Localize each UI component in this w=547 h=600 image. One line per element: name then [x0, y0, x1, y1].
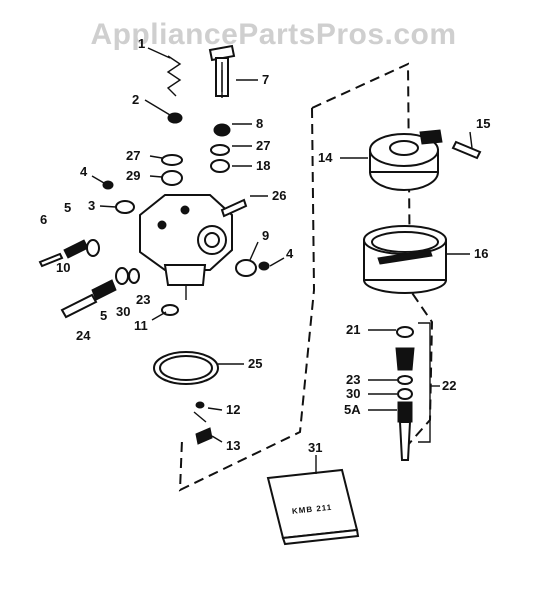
callout-21: 21	[346, 322, 360, 337]
repair-kit-label: KMB 211	[292, 503, 333, 516]
callout-26: 26	[272, 188, 286, 203]
callout-12: 12	[226, 402, 240, 417]
screw-4-right-part	[258, 261, 270, 271]
carburetor-body-part	[139, 194, 233, 300]
callout-5-upper: 5	[64, 200, 71, 215]
clip-13-part	[195, 427, 213, 445]
spring-5-upper-part	[63, 239, 89, 259]
callout-4-right: 4	[286, 246, 294, 261]
callout-5-lower: 5	[100, 308, 107, 323]
callout-5A: 5A	[344, 402, 361, 417]
callout-27-right: 27	[256, 138, 270, 153]
callout-11: 11	[134, 318, 148, 333]
callout-29: 29	[126, 168, 140, 183]
callout-30-right: 30	[346, 386, 360, 401]
screw-4-left-part	[102, 180, 114, 190]
screw-8-part	[213, 123, 231, 137]
bracket-22	[418, 322, 431, 443]
callout-7: 7	[262, 72, 269, 87]
callout-15: 15	[476, 116, 490, 131]
seal-30-left-part	[115, 267, 129, 285]
needle-valve-22-part	[395, 347, 415, 461]
pin-15-part	[451, 140, 482, 160]
callout-3: 3	[88, 198, 95, 213]
callout-4-left: 4	[80, 164, 88, 179]
spring-12-part	[193, 401, 207, 423]
needle-6-part	[38, 252, 64, 268]
watermark: AppliancePartsPros.com	[90, 18, 457, 51]
washer-10-part	[86, 239, 100, 257]
callout-1: 1	[138, 36, 145, 51]
washer-27-part	[210, 144, 230, 156]
gasket-3-part	[115, 200, 135, 214]
callout-25: 25	[248, 356, 262, 371]
washer-27-left-part	[161, 154, 183, 166]
plate-9-part	[235, 259, 257, 277]
spring-part	[166, 55, 183, 124]
callout-9: 9	[262, 228, 269, 243]
seal-18-part	[210, 159, 230, 173]
callout-22: 22	[442, 378, 456, 393]
callout-23-left: 23	[136, 292, 150, 307]
washer-21-part	[396, 326, 414, 338]
seal-29-part	[161, 170, 183, 186]
callout-23-right: 23	[346, 372, 360, 387]
callout-10: 10	[56, 260, 70, 275]
callout-14: 14	[318, 150, 333, 165]
float-bowl-16-part	[363, 225, 447, 294]
callout-24: 24	[76, 328, 91, 343]
needle-24-part	[60, 293, 98, 319]
callout-labels: 1 2 3 4 4 5 5 5A 6 7 8 9 10 11 12 13 14 …	[40, 36, 490, 455]
leader-lines	[91, 47, 473, 474]
spring-5-lower-part	[91, 279, 117, 301]
callout-30-left: 30	[116, 304, 130, 319]
callout-2: 2	[132, 92, 139, 107]
callout-8: 8	[256, 116, 263, 131]
callout-6: 6	[40, 212, 47, 227]
bowl-cover-14-part	[369, 129, 443, 191]
callout-27-left: 27	[126, 148, 140, 163]
callout-16: 16	[474, 246, 488, 261]
repair-kit-31-part	[266, 468, 360, 546]
oring-23-left-part	[128, 268, 140, 284]
callout-13: 13	[226, 438, 240, 453]
callout-31: 31	[308, 440, 322, 455]
bowl-gasket-25-part	[153, 351, 219, 385]
fitting-26-part	[220, 198, 248, 218]
callout-18: 18	[256, 158, 270, 173]
